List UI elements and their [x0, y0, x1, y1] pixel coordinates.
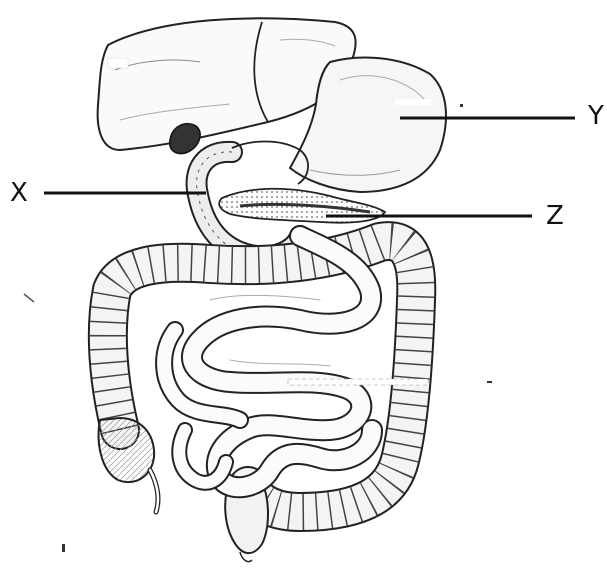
label-y: Y — [588, 103, 604, 129]
label-x: X — [10, 180, 28, 206]
label-z: Z — [546, 203, 564, 229]
caecum — [99, 418, 158, 512]
pancreas — [219, 189, 385, 223]
